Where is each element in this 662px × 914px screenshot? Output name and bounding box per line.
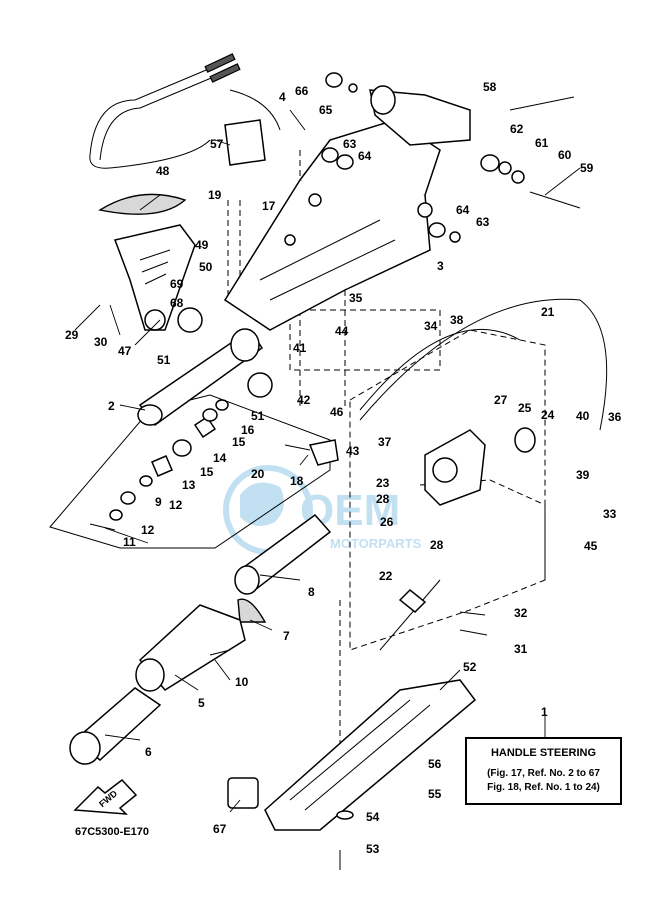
part-number: 65 <box>319 103 333 117</box>
part-number: 52 <box>463 660 477 674</box>
part-number: 25 <box>518 401 532 415</box>
part-number: 29 <box>65 328 79 342</box>
part-number: 15 <box>200 465 214 479</box>
throttle-grips <box>69 513 332 765</box>
part-number: 60 <box>558 148 572 162</box>
part-number: 40 <box>576 409 590 423</box>
part-number: 37 <box>378 435 392 449</box>
part-number: 31 <box>514 642 528 656</box>
part-number: 59 <box>580 161 594 175</box>
friction-knob <box>284 439 339 466</box>
note-line: (Fig. 17, Ref. No. 2 to 67 <box>487 768 600 779</box>
part-number: 39 <box>576 468 590 482</box>
part-number: 67 <box>213 822 227 836</box>
part-number: 45 <box>584 539 598 553</box>
part-number: 19 <box>208 188 222 202</box>
part-number: 54 <box>366 810 380 824</box>
part-labels: 1 2 3 4 5 6 7 8 9 10 11 12 12 13 14 15 1… <box>65 80 622 856</box>
part-number: 1 <box>541 705 548 719</box>
part-number: 27 <box>494 393 508 407</box>
handle-arm <box>98 193 196 331</box>
part-number: 41 <box>293 341 307 355</box>
part-number: 28 <box>430 538 444 552</box>
part-number: 63 <box>476 215 490 229</box>
part-number: 11 <box>123 535 136 549</box>
small-hardware <box>89 439 192 531</box>
part-number: 55 <box>428 787 442 801</box>
part-number: 49 <box>195 238 209 252</box>
handle-steering-note: HANDLE STEERING (Fig. 17, Ref. No. 2 to … <box>465 737 622 805</box>
part-number: 38 <box>450 313 464 327</box>
part-number: 3 <box>437 259 444 273</box>
tiller-shaft <box>137 307 273 439</box>
part-number: 2 <box>108 399 115 413</box>
part-number: 68 <box>170 296 184 310</box>
part-number: 43 <box>346 444 360 458</box>
part-number: 62 <box>510 122 524 136</box>
shift-linkage <box>359 298 608 651</box>
part-number: 34 <box>424 319 438 333</box>
part-number: 42 <box>297 393 311 407</box>
bottom-cover <box>227 679 477 870</box>
part-number: 46 <box>330 405 344 419</box>
part-number: 30 <box>94 335 108 349</box>
part-number: 58 <box>483 80 497 94</box>
part-number: 44 <box>335 324 349 338</box>
part-number: 13 <box>182 478 196 492</box>
part-number: 69 <box>170 277 184 291</box>
part-number: 48 <box>156 164 170 178</box>
part-number: 64 <box>456 203 470 217</box>
note-title: HANDLE STEERING <box>490 747 597 759</box>
part-number: 20 <box>251 467 265 481</box>
part-number: 4 <box>279 90 286 104</box>
fwd-arrow-icon: FWD <box>73 778 138 815</box>
part-number: 51 <box>251 409 265 423</box>
part-number: 10 <box>235 675 249 689</box>
part-number: 15 <box>232 435 246 449</box>
part-number: 61 <box>535 136 549 150</box>
part-number: 14 <box>213 451 227 465</box>
part-number: 22 <box>379 569 393 583</box>
part-number: 18 <box>290 474 304 488</box>
part-number: 12 <box>169 498 183 512</box>
part-number: 12 <box>141 523 155 537</box>
part-number: 5 <box>198 696 205 710</box>
part-number: 21 <box>541 305 555 319</box>
part-number: 57 <box>210 137 224 151</box>
part-number: 26 <box>380 515 394 529</box>
part-number: 47 <box>118 344 132 358</box>
part-number: 35 <box>349 291 363 305</box>
part-number: 63 <box>343 137 357 151</box>
part-number: 24 <box>541 408 555 422</box>
part-number: 28 <box>376 492 390 506</box>
part-number: 32 <box>514 606 528 620</box>
part-number: 7 <box>283 629 290 643</box>
watermark-subtext: MOTORPARTS <box>330 536 422 551</box>
part-number: 8 <box>308 585 315 599</box>
part-number: 36 <box>608 410 622 424</box>
swivel-parts <box>224 72 581 243</box>
part-number: 33 <box>603 507 617 521</box>
drawing-code: 67C5300-E170 <box>75 826 150 838</box>
throttle-cables <box>89 53 281 169</box>
part-number: 53 <box>366 842 380 856</box>
part-number: 56 <box>428 757 442 771</box>
part-number: 23 <box>376 476 390 490</box>
note-line: Fig. 18, Ref. No. 1 to 24) <box>487 782 600 793</box>
part-number: 6 <box>145 745 152 759</box>
part-number: 64 <box>358 149 372 163</box>
part-number: 66 <box>295 84 309 98</box>
part-number: 16 <box>241 423 255 437</box>
part-number: 9 <box>155 495 162 509</box>
part-number: 51 <box>157 353 171 367</box>
part-number: 17 <box>262 199 276 213</box>
part-number: 50 <box>199 260 213 274</box>
